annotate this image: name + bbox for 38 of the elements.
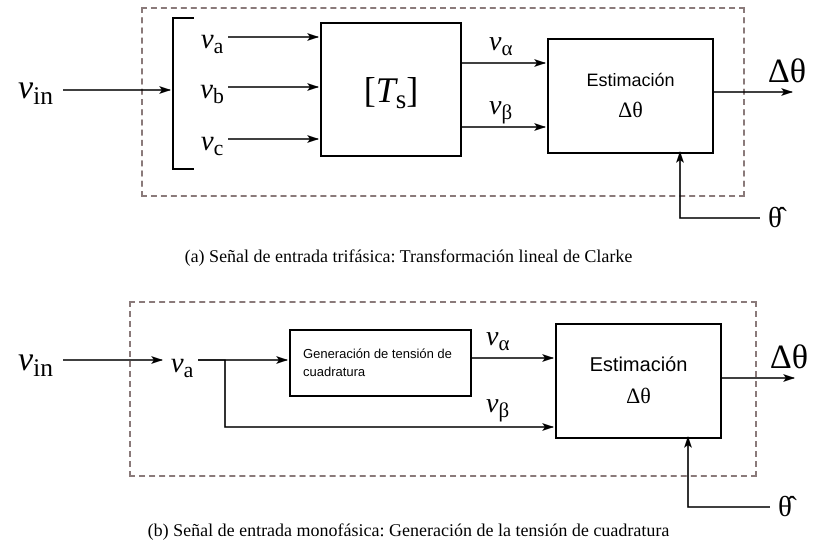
arrow bbox=[676, 151, 760, 219]
math-symbol: v$_{c}$ bbox=[194, 122, 230, 160]
math-symbol: Δθ bbox=[618, 96, 643, 123]
math-symbol: Δθ bbox=[626, 382, 651, 410]
arrow bbox=[63, 356, 163, 364]
dashed-boundary bbox=[129, 301, 757, 477]
arrow bbox=[720, 374, 795, 382]
figure-caption: (b) Señal de entrada monofásica: Generación de la tensión de cuadratura bbox=[146, 521, 670, 539]
math-symbol: Δθ bbox=[766, 338, 812, 378]
math-symbol: θ̂ bbox=[760, 199, 790, 237]
dashed-boundary bbox=[141, 7, 745, 197]
math-symbol: v$_{in}$ bbox=[8, 340, 63, 380]
quadrature-block bbox=[289, 329, 472, 397]
block-text: Generación de tensión de cuadratura bbox=[303, 345, 453, 381]
block-title: Estimación bbox=[590, 352, 688, 378]
arrow bbox=[684, 436, 770, 508]
estimation-block bbox=[547, 38, 714, 154]
bracket bbox=[172, 17, 194, 170]
figure-caption: (a) Señal de entrada trifásica: Transformación lineal de Clarke bbox=[184, 247, 634, 265]
math-symbol: v$_{a}$ bbox=[164, 344, 200, 382]
math-symbol: θ̂ bbox=[770, 488, 800, 526]
arrow bbox=[198, 359, 554, 431]
arrow bbox=[63, 86, 171, 94]
arrow bbox=[228, 33, 319, 41]
math-symbol: v$_{b}$ bbox=[194, 70, 230, 108]
arrow bbox=[712, 88, 793, 96]
math-symbol: v$_{a}$ bbox=[194, 20, 230, 58]
math-symbol: v$_{in}$ bbox=[8, 68, 63, 108]
block-title: Estimación bbox=[586, 69, 675, 92]
estimation-block bbox=[555, 323, 722, 439]
arrow bbox=[228, 83, 319, 91]
arrow bbox=[460, 59, 546, 67]
transform-block bbox=[320, 22, 462, 157]
arrow bbox=[470, 354, 554, 362]
arrow bbox=[228, 135, 319, 143]
arrow bbox=[460, 123, 546, 131]
matrix-label: [T$_{s}$] bbox=[364, 68, 418, 116]
math-symbol: Δθ bbox=[764, 52, 810, 92]
